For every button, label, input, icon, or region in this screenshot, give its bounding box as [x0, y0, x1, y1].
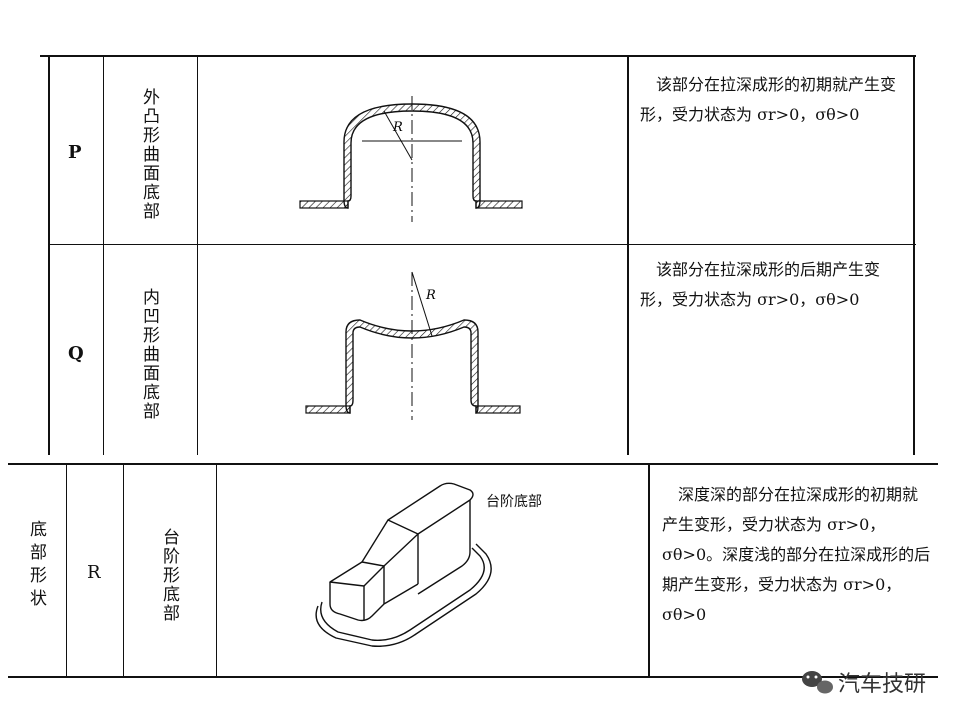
- convex-bottom-figure: R: [299, 96, 523, 222]
- row-name-p: 外凸形曲面底部: [139, 88, 159, 221]
- radius-label-q: R: [425, 288, 436, 303]
- concave-bottom-figure: R: [305, 271, 521, 420]
- row-category-r: 底部形状: [26, 520, 46, 612]
- stepped-bottom-figure: [315, 482, 492, 647]
- stepped-bottom-label: 台阶底部: [486, 494, 542, 510]
- watermark-text: 汽车技研: [838, 672, 927, 697]
- row-code-r: R: [87, 562, 101, 583]
- radius-label-p: R: [392, 120, 403, 135]
- row-name-q: 内凹形曲面底部: [139, 288, 159, 421]
- wechat-icon: [802, 671, 833, 694]
- row-description-q: 该部分在拉深成形的后期产生变形，受力状态为 σr>0，σθ>0: [640, 260, 881, 309]
- row-code-p: P: [68, 142, 82, 163]
- row-description-r: 深度深的部分在拉深成形的初期就产生变形，受力状态为 σr>0，σθ>0。深度浅的…: [662, 485, 931, 624]
- row-description-p: 该部分在拉深成形的初期就产生变形，受力状态为 σr>0，σθ>0: [640, 75, 897, 124]
- row-name-r: 台阶形底部: [159, 528, 179, 623]
- row-code-q: Q: [68, 343, 84, 364]
